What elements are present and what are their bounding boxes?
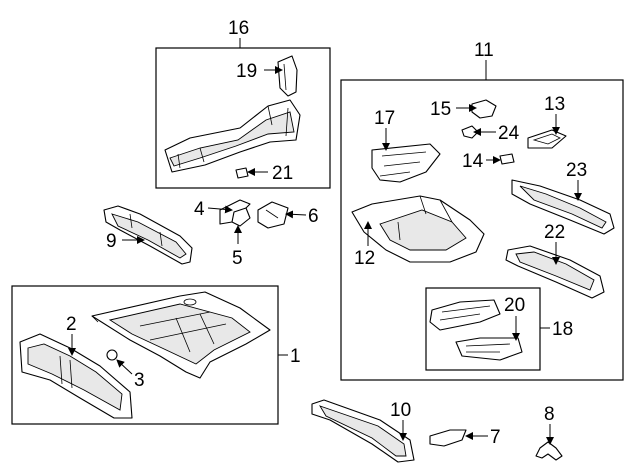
part-plate-upper-18[interactable] xyxy=(429,299,501,331)
part-plate-20[interactable] xyxy=(455,337,523,361)
part-bracket-15[interactable] xyxy=(471,99,497,119)
callout-4: 4 xyxy=(194,199,205,220)
callout-7: 7 xyxy=(490,427,501,448)
callout-22: 22 xyxy=(544,222,565,243)
callout-16: 16 xyxy=(228,18,249,39)
group-box-18 xyxy=(425,287,541,371)
callout-6: 6 xyxy=(308,206,319,227)
callout-18: 18 xyxy=(552,319,573,340)
callout-23: 23 xyxy=(566,160,587,181)
callout-12: 12 xyxy=(354,248,375,269)
callout-2: 2 xyxy=(66,314,77,335)
part-panel-17[interactable] xyxy=(371,143,441,183)
callout-1: 1 xyxy=(290,346,301,367)
part-clip-21[interactable] xyxy=(235,167,249,179)
leader-3 xyxy=(116,359,133,375)
part-crossmember-22[interactable] xyxy=(505,245,605,299)
part-plate-7[interactable] xyxy=(429,429,467,447)
part-bracket-8[interactable] xyxy=(535,441,563,461)
leader-4 xyxy=(207,205,233,214)
callout-13: 13 xyxy=(544,94,565,115)
part-plug-3[interactable] xyxy=(106,349,118,361)
callout-9: 9 xyxy=(106,231,117,252)
part-crossmember-23[interactable] xyxy=(511,179,615,235)
part-clip-14[interactable] xyxy=(499,153,515,165)
part-bracket-6[interactable] xyxy=(257,201,289,229)
part-crossmember-2[interactable] xyxy=(19,333,133,419)
callout-3: 3 xyxy=(134,370,145,391)
callout-5: 5 xyxy=(232,248,243,269)
leader-6 xyxy=(285,210,307,219)
callout-14: 14 xyxy=(462,151,484,172)
part-plate-13[interactable] xyxy=(527,129,567,149)
group-box-11 xyxy=(340,79,624,381)
callout-19: 19 xyxy=(236,61,257,82)
part-bracket-5[interactable] xyxy=(231,207,251,227)
part-extension-9[interactable] xyxy=(103,205,193,265)
group-box-16 xyxy=(155,47,331,189)
part-bracket-19[interactable] xyxy=(277,55,298,97)
callout-24: 24 xyxy=(498,123,520,144)
part-crossmember-10[interactable] xyxy=(311,399,415,463)
callout-21: 21 xyxy=(272,163,293,184)
part-spare-tire-tub-12[interactable] xyxy=(351,195,485,263)
part-rear-floor-side-member[interactable] xyxy=(164,99,301,173)
callout-10: 10 xyxy=(390,400,411,421)
callout-15: 15 xyxy=(430,99,451,120)
part-rear-floor-pan[interactable] xyxy=(91,291,271,379)
callout-20: 20 xyxy=(504,295,525,316)
callout-17: 17 xyxy=(374,108,395,129)
callout-8: 8 xyxy=(544,404,555,425)
callout-11: 11 xyxy=(474,40,494,61)
